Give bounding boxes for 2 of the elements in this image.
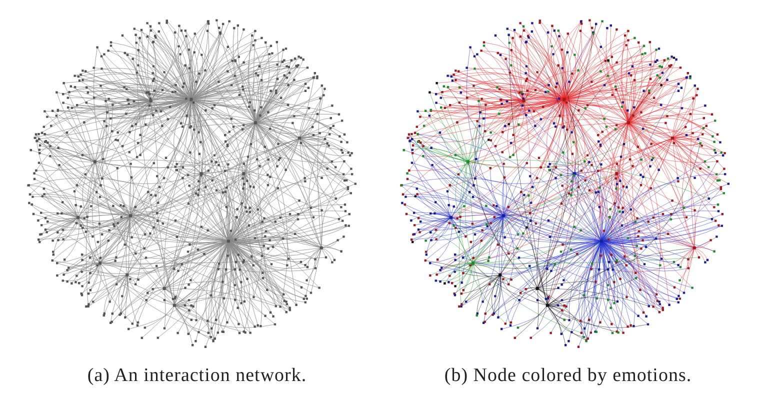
figure-caption: (a) An interaction network. bbox=[87, 365, 307, 387]
figure-caption: (b) Node colored by emotions. bbox=[444, 365, 692, 387]
